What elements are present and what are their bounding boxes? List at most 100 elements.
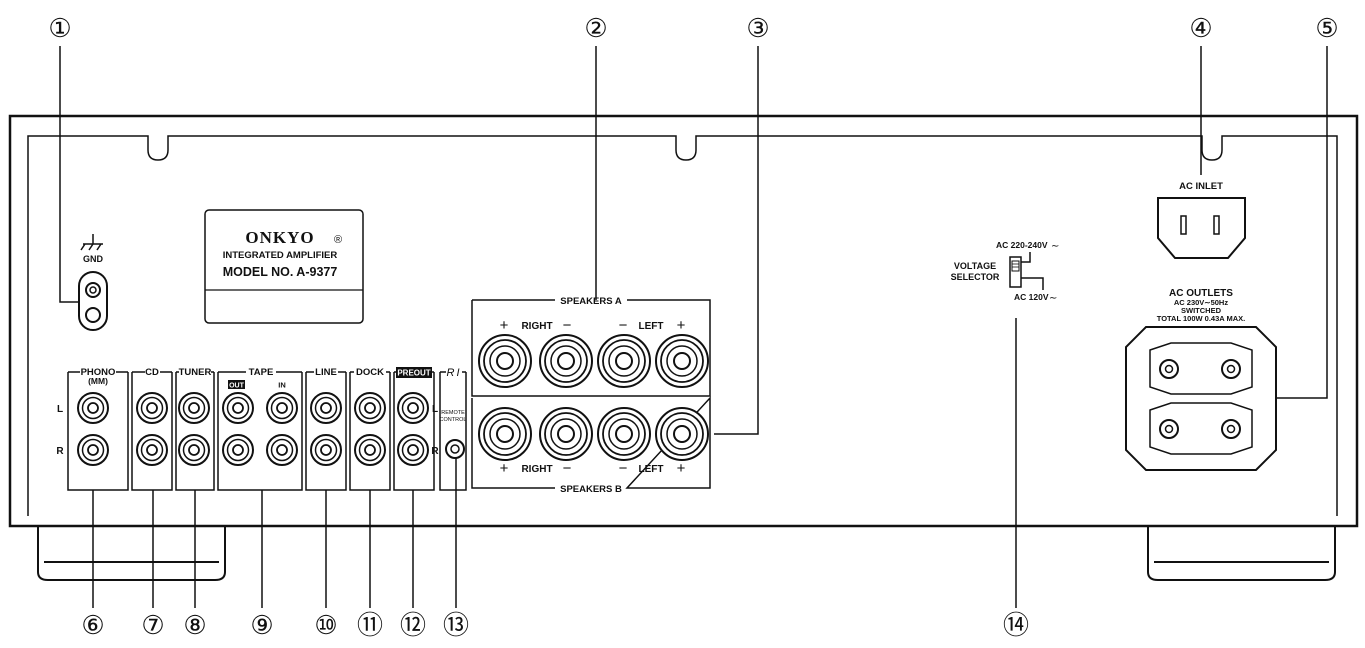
label-tape-in: IN (278, 381, 286, 390)
rca-jack-tape-out-l (222, 392, 254, 424)
label-phono-mm: (MM) (88, 376, 108, 386)
spk-a-minus-right: − (563, 317, 572, 334)
product-name: INTEGRATED AMPLIFIER (223, 250, 338, 261)
input-brackets (67, 371, 467, 491)
nameplate: ONKYO ® INTEGRATED AMPLIFIER MODEL NO. A… (204, 209, 364, 324)
spk-b-left: LEFT (639, 464, 664, 475)
speaker-terminal-a-right-plus (478, 334, 532, 388)
spk-a-plus-right: + (500, 317, 509, 334)
gnd-terminal: GND (78, 234, 108, 331)
callout-2: ② (584, 13, 607, 43)
rca-jack-tape-out-r (222, 434, 254, 466)
rca-jack-line-l (310, 392, 342, 424)
rca-jack-tape-in-l (266, 392, 298, 424)
label-line: LINE (315, 367, 337, 378)
leader-lines (59, 46, 1328, 608)
label-tape-out: OUT (229, 383, 245, 390)
voltage-high-tilde: ∼ (1051, 241, 1059, 252)
left-foot (37, 525, 226, 581)
label-remote: REMOTE (441, 410, 465, 416)
callout-12: ⑫ (400, 610, 426, 640)
rca-jack-tape-in-r (266, 434, 298, 466)
label-tuner: TUNER (179, 367, 212, 378)
chassis-inner (27, 135, 1338, 516)
callout-4: ④ (1189, 13, 1212, 43)
label-control: CONTROL (440, 417, 467, 423)
rca-jack-dock-l (354, 392, 386, 424)
ac-outlets-switched: SWITCHED (1181, 306, 1222, 315)
spk-a-plus-left: + (677, 317, 686, 334)
rca-jack-dock-r (354, 434, 386, 466)
ac-outlets: AC OUTLETS AC 230V∼50Hz SWITCHED TOTAL 1… (1125, 288, 1277, 471)
voltage-selector: VOLTAGE SELECTOR AC 220-240V ∼ AC 120V ∼ (951, 240, 1060, 304)
rca-jack-tuner-r (178, 434, 210, 466)
spk-b-right: RIGHT (521, 464, 552, 475)
callout-9: ⑨ (250, 610, 273, 640)
speaker-terminal-b-right-minus (539, 407, 593, 461)
speaker-terminal-b-left-plus (655, 407, 709, 461)
speaker-labels-a: + RIGHT − − LEFT + (500, 317, 686, 334)
ac-outlets-title: AC OUTLETS (1169, 288, 1233, 299)
callout-14: ⑭ (1003, 610, 1029, 640)
right-foot (1147, 525, 1336, 581)
ri-logo: RI (447, 367, 462, 379)
speaker-labels-b: + RIGHT − − LEFT + (500, 460, 686, 477)
rca-jack-cd-r (136, 434, 168, 466)
ac-outlets-total: TOTAL 100W 0.43A MAX. (1157, 314, 1246, 323)
remote-control-jack (445, 439, 465, 459)
speaker-terminal-b-right-plus (478, 407, 532, 461)
rca-jack-tuner-l (178, 392, 210, 424)
callout-8: ⑧ (183, 610, 206, 640)
label-preout: PREOUT (397, 369, 430, 378)
rca-jack-line-r (310, 434, 342, 466)
label-cd: CD (145, 367, 159, 378)
brand-logo: ONKYO (245, 228, 314, 247)
spk-b-minus-right: − (563, 460, 572, 477)
label-r-phono: R (56, 446, 64, 457)
speaker-terminal-a-left-plus (655, 334, 709, 388)
ac-outlets-spec: AC 230V∼50Hz (1174, 298, 1228, 307)
model-number: MODEL NO. A-9377 (223, 265, 338, 279)
spk-a-right: RIGHT (521, 321, 552, 332)
voltage-low: AC 120V (1014, 292, 1049, 302)
callout-11: ⑪ (357, 610, 383, 640)
rca-jack-cd-l (136, 392, 168, 424)
ac-inlet: AC INLET (1157, 181, 1246, 259)
spk-a-minus-left: − (619, 317, 628, 334)
ground-icon (80, 234, 103, 251)
callout-13: ⑬ (443, 610, 469, 640)
gnd-label: GND (83, 254, 104, 264)
label-l-preout: L (432, 404, 438, 415)
spk-a-left: LEFT (639, 321, 664, 332)
rca-jack-phono-r (77, 434, 109, 466)
callout-1: ① (48, 13, 71, 43)
callout-3: ③ (746, 13, 769, 43)
brand-mark: ® (334, 234, 342, 246)
voltage-label-2: SELECTOR (951, 272, 1000, 282)
callout-7: ⑦ (141, 610, 164, 640)
label-tape: TAPE (249, 367, 274, 378)
rca-jack-preout-l (397, 392, 429, 424)
voltage-switch (1009, 256, 1022, 288)
rca-jack-phono-l (77, 392, 109, 424)
speaker-terminals (478, 334, 709, 461)
speakers-a-label: SPEAKERS A (560, 296, 622, 307)
rca-jack-preout-r (397, 434, 429, 466)
ac-inlet-label: AC INLET (1179, 181, 1223, 192)
label-r-preout: R (431, 446, 439, 457)
input-labels: PHONO (MM) CD TUNER TAPE OUT IN LINE DOC… (56, 367, 466, 457)
callout-5: ⑤ (1315, 13, 1338, 43)
rca-jacks (77, 392, 429, 466)
voltage-low-tilde: ∼ (1049, 293, 1057, 304)
label-dock: DOCK (356, 367, 384, 378)
callout-10: ⑩ (314, 610, 337, 640)
spk-b-plus-left: + (677, 460, 686, 477)
spk-b-minus-left: − (619, 460, 628, 477)
callout-6: ⑥ (81, 610, 104, 640)
speaker-terminal-a-left-minus (597, 334, 651, 388)
spk-b-plus-right: + (500, 460, 509, 477)
label-l-phono: L (57, 404, 63, 415)
voltage-label-1: VOLTAGE (954, 261, 996, 271)
